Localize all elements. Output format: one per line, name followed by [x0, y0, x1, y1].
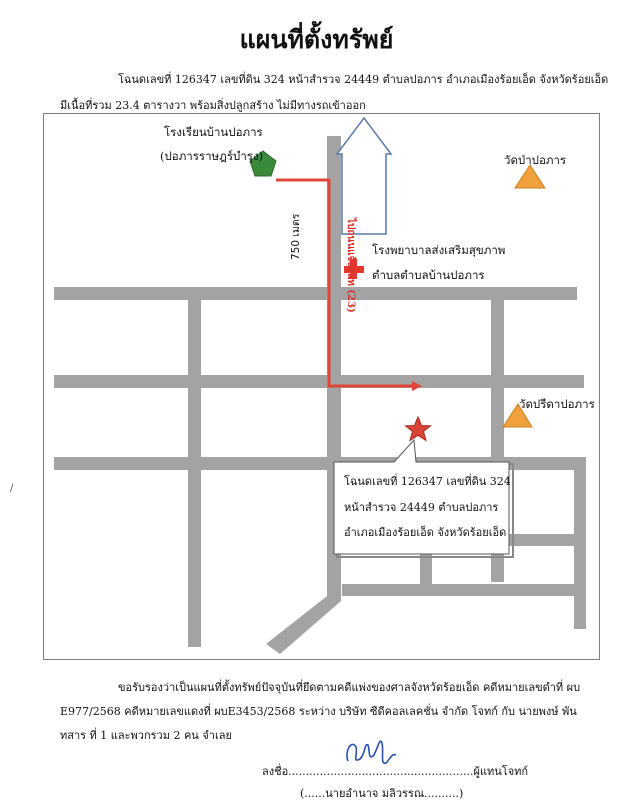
temple-marker-1: [514, 164, 546, 189]
certification-line-1: ขอรับรองว่าเป็นแผนที่ตั้งทรัพย์ปัจจุบันท…: [118, 681, 581, 694]
temple-label-2: วัดปรีดาปอภาร: [519, 397, 595, 411]
certification-line-2: E977/2568 คดีหมายเลขแดงที่ ผบE3453/2568 …: [60, 705, 577, 718]
intro-line-2: มีเนื้อที่รวม 23.4 ตารางวา พร้อมสิ่งปลูก…: [60, 99, 366, 112]
signature-line: ลงชื่อ..................................…: [262, 765, 529, 778]
hospital-label-2: ตำบลตำบลบ้านปอภาร: [372, 268, 485, 282]
route-arrowhead: [412, 381, 422, 391]
margin-mark: /: [10, 483, 14, 494]
school-label-2: (ปอภารราษฎร์บำรุง): [160, 149, 264, 163]
road-h2: [54, 375, 584, 388]
hospital-label-1: โรงพยาบาลส่งเสริมสุขภาพ: [372, 243, 506, 257]
map-canvas: [54, 116, 586, 654]
callout-box: [333, 438, 510, 555]
map-frame: โรงเรียนบ้านปอภาร (ปอภารราษฎร์บำรุง) วัด…: [43, 113, 600, 660]
page-title: แผนที่ตั้งทรัพย์: [239, 25, 394, 54]
direction-arrow-shape: [335, 116, 393, 235]
hospital-marker: [344, 259, 364, 279]
road-diagonal: [266, 596, 341, 654]
callout-line-3: อำเภอเมืองร้อยเอ็ด จังหวัดร้อยเอ็ด: [344, 526, 507, 539]
callout-line-2: หน้าสำรวจ 24449 ตำบลปอภาร: [344, 501, 499, 514]
road-h1: [54, 287, 577, 300]
road-v4: [574, 457, 586, 629]
property-marker: [404, 415, 432, 442]
signature-scribble: [346, 740, 397, 764]
callout-line-1: โฉนดเลขที่ 126347 เลขที่ดิน 324: [344, 475, 511, 488]
distance-label: 750 เมตร: [290, 213, 302, 260]
route-line: [276, 178, 412, 388]
temple-label-1: วัดป่าปอภาร: [504, 153, 567, 167]
school-marker: [249, 150, 277, 177]
temple-marker-2: [502, 403, 533, 428]
road-v1: [188, 287, 201, 647]
certification-line-3: ทสาร ที่ 1 และพวกรวม 2 คน จำเลย: [60, 729, 232, 742]
signatory-name: (......นายอำนาจ มลิวรรณ..........): [300, 787, 464, 800]
intro-line-1: โฉนดเลขที่ 126347 เลขที่ดิน 324 หน้าสำรว…: [118, 73, 609, 86]
roads: [54, 136, 586, 654]
arrow-label: ไปถนนแจ้งสนิท (23): [345, 218, 356, 313]
road-h5: [342, 584, 574, 596]
school-label-1: โรงเรียนบ้านปอภาร: [164, 125, 263, 139]
